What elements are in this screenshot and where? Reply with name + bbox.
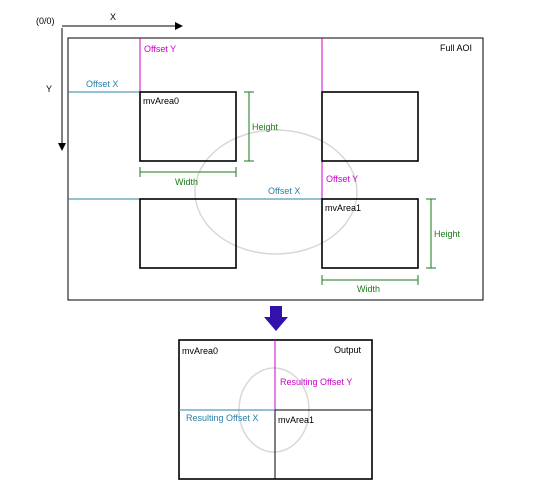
output-area0-label: mvArea0 bbox=[182, 346, 218, 356]
area1-label: mvArea1 bbox=[325, 203, 361, 213]
width-label-right: Width bbox=[357, 284, 380, 294]
width-label-left: Width bbox=[175, 177, 198, 187]
area1-rect bbox=[321, 198, 419, 269]
scene-circle bbox=[194, 129, 358, 255]
full-aoi-frame bbox=[67, 37, 484, 301]
area-rect-bottom-left bbox=[139, 198, 237, 269]
output-area1-label: mvArea1 bbox=[278, 415, 314, 425]
down-arrow-icon bbox=[264, 306, 288, 331]
offset-y-label-mid: Offset Y bbox=[326, 174, 358, 184]
area0-rect bbox=[139, 91, 237, 162]
area0-label: mvArea0 bbox=[143, 96, 179, 106]
resulting-offset-x-label: Resulting Offset X bbox=[186, 413, 258, 423]
offset-y-label-top: Offset Y bbox=[144, 44, 176, 54]
origin-label: (0/0) bbox=[36, 16, 55, 26]
offset-x-label-mid: Offset X bbox=[268, 186, 300, 196]
resulting-offset-y-label: Resulting Offset Y bbox=[280, 377, 352, 387]
height-label-right: Height bbox=[434, 229, 461, 239]
offset-x-label-left: Offset X bbox=[86, 79, 118, 89]
height-label-left: Height bbox=[252, 122, 279, 132]
x-axis-label: X bbox=[110, 12, 116, 22]
full-aoi-title: Full AOI bbox=[440, 43, 472, 53]
output-title: Output bbox=[334, 345, 362, 355]
area-rect-top-right bbox=[321, 91, 419, 162]
y-axis-label: Y bbox=[46, 84, 52, 94]
